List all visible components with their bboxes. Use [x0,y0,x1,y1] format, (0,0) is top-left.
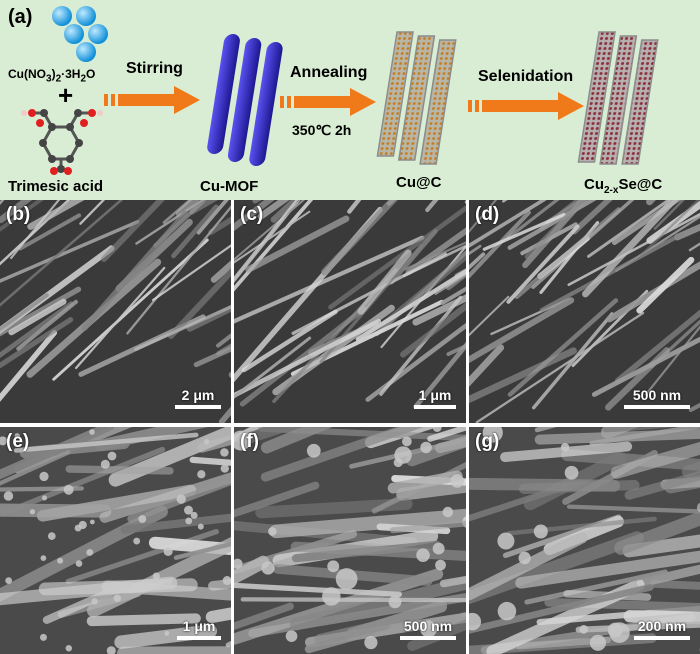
trimesic-acid-label: Trimesic acid [8,178,104,195]
scale-bar-label: 500 nm [632,387,682,403]
sem-panel: (g) 200 nm [469,427,700,654]
scale-bar-label: 2 μm [181,387,215,403]
precursor-salt-label: Cu(NO3)2·3H2O [8,67,96,85]
annealing-conditions-label: 350℃ 2h [292,122,352,138]
scale-bar-label: 500 nm [403,618,453,634]
sem-micrograph-texture [469,427,700,654]
step-selenidation-label: Selenidation [478,68,574,85]
cu-mof-label: Cu-MOF [200,178,259,195]
panel-label-a: (a) [8,6,33,28]
scale-bar: 1 μm [177,618,221,640]
scale-bar: 2 μm [175,387,221,409]
cu-ion-cluster-icon [52,6,108,62]
sem-panel: (d) 500 nm [469,200,700,423]
sem-micrograph-texture [234,427,466,654]
scale-bar-line [624,405,690,409]
scale-bar-label: 1 μm [418,387,452,403]
sem-micrograph-texture [0,200,231,423]
panel-label: (e) [6,431,30,452]
sem-micrograph-texture [469,200,700,423]
scale-bar-line [400,636,456,640]
synthesis-scheme: (a) Cu(NO3)2·3H2O + Trimesic acid Stirri… [0,0,700,200]
cu-c-label: Cu@C [396,174,442,191]
scale-bar-label: 1 μm [182,618,216,634]
scale-bar-line [414,405,456,409]
scale-bar: 500 nm [400,618,456,640]
scale-bar: 200 nm [634,618,690,640]
sem-panel: (f) 500 nm [234,427,466,654]
panel-label: (d) [475,204,500,225]
plus-sign: + [58,80,74,110]
step-annealing-label: Annealing [290,64,368,81]
scale-bar-line [634,636,690,640]
sem-panel: (b) 2 μm [0,200,231,423]
arrow-annealing-icon [280,88,376,116]
cu2xse-c-label: Cu2-xSe@C [584,176,663,196]
sem-panel: (e) 1 μm [0,427,231,654]
scale-bar-label: 200 nm [637,618,687,634]
sem-micrograph-texture [0,427,231,654]
panel-label: (g) [475,431,500,452]
scale-bar: 500 nm [624,387,690,409]
panel-label: (f) [240,431,259,452]
cu2xse-c-rods-icon [577,31,659,165]
arrow-selenidation-icon [468,92,584,120]
arrow-stirring-icon [104,86,200,114]
trimesic-acid-molecule-icon [21,109,103,175]
panel-label: (c) [240,204,264,225]
sem-panel: (c) 1 μm [234,200,466,423]
scale-bar-line [175,405,221,409]
cu-mof-rods-icon [207,34,283,166]
scale-bar: 1 μm [414,387,456,409]
cu-c-rods-icon [376,31,457,165]
sem-micrograph-texture [234,200,466,423]
scale-bar-line [177,636,221,640]
panel-label: (b) [6,204,31,225]
step-stirring-label: Stirring [126,60,183,77]
